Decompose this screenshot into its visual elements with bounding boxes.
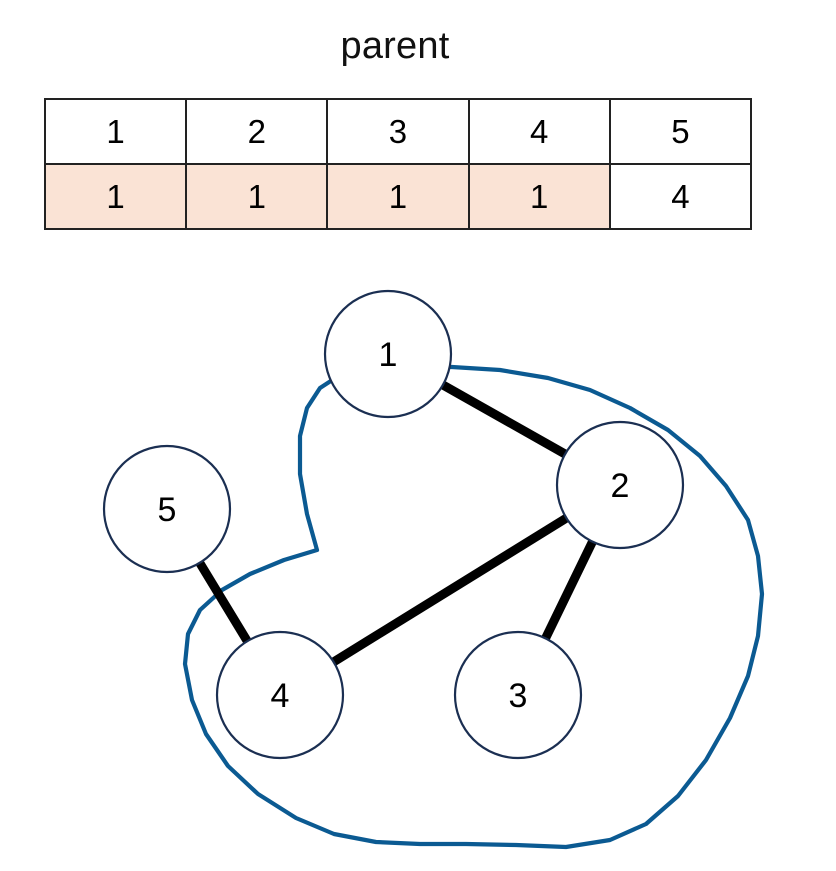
index-cell-1: 1 [43,98,188,165]
index-cell-3: 3 [326,98,470,165]
graph-edge-2-3 [541,539,597,641]
node-label-5: 5 [158,491,177,529]
value-cell-1: 1 [43,163,188,230]
graph-node-4[interactable]: 4 [215,630,345,760]
node-layer: 1 2 3 4 5 [102,289,685,760]
value-cell-3: 1 [326,163,470,230]
index-cell-2: 2 [185,98,329,165]
graph-edge-2-4 [331,514,569,666]
graph-node-5[interactable]: 5 [102,444,232,574]
index-cell-4: 4 [467,98,611,165]
node-circle-1 [323,289,453,419]
node-circle-4 [215,630,345,760]
node-label-4: 4 [271,677,290,715]
graph-node-2[interactable]: 2 [555,420,685,550]
node-label-1: 1 [379,336,398,374]
node-label-2: 2 [611,467,630,505]
table-row-value: 1 1 1 1 4 [43,163,753,230]
node-circle-5 [102,444,232,574]
value-cell-2: 1 [185,163,329,230]
graph-node-1[interactable]: 1 [323,289,453,419]
graph-edge-1-2 [440,381,568,458]
table-row-index: 1 2 3 4 5 [43,98,753,165]
value-cell-4: 1 [467,163,611,230]
edge-layer [195,381,597,666]
page-title: parent [340,25,450,67]
node-label-3: 3 [509,677,528,715]
value-cell-5: 4 [608,163,753,230]
graph-node-3[interactable]: 3 [453,630,583,760]
node-circle-3 [453,630,583,760]
set-outline-path [182,364,765,850]
node-circle-2 [555,420,685,550]
graph-diagram: 1 2 3 4 5 [0,248,836,871]
index-cell-5: 5 [608,98,753,165]
parent-array-table: 1 2 3 4 5 1 1 1 1 4 [43,98,753,230]
graph-edge-5-4 [195,560,252,644]
set-outline-layer [182,364,765,850]
